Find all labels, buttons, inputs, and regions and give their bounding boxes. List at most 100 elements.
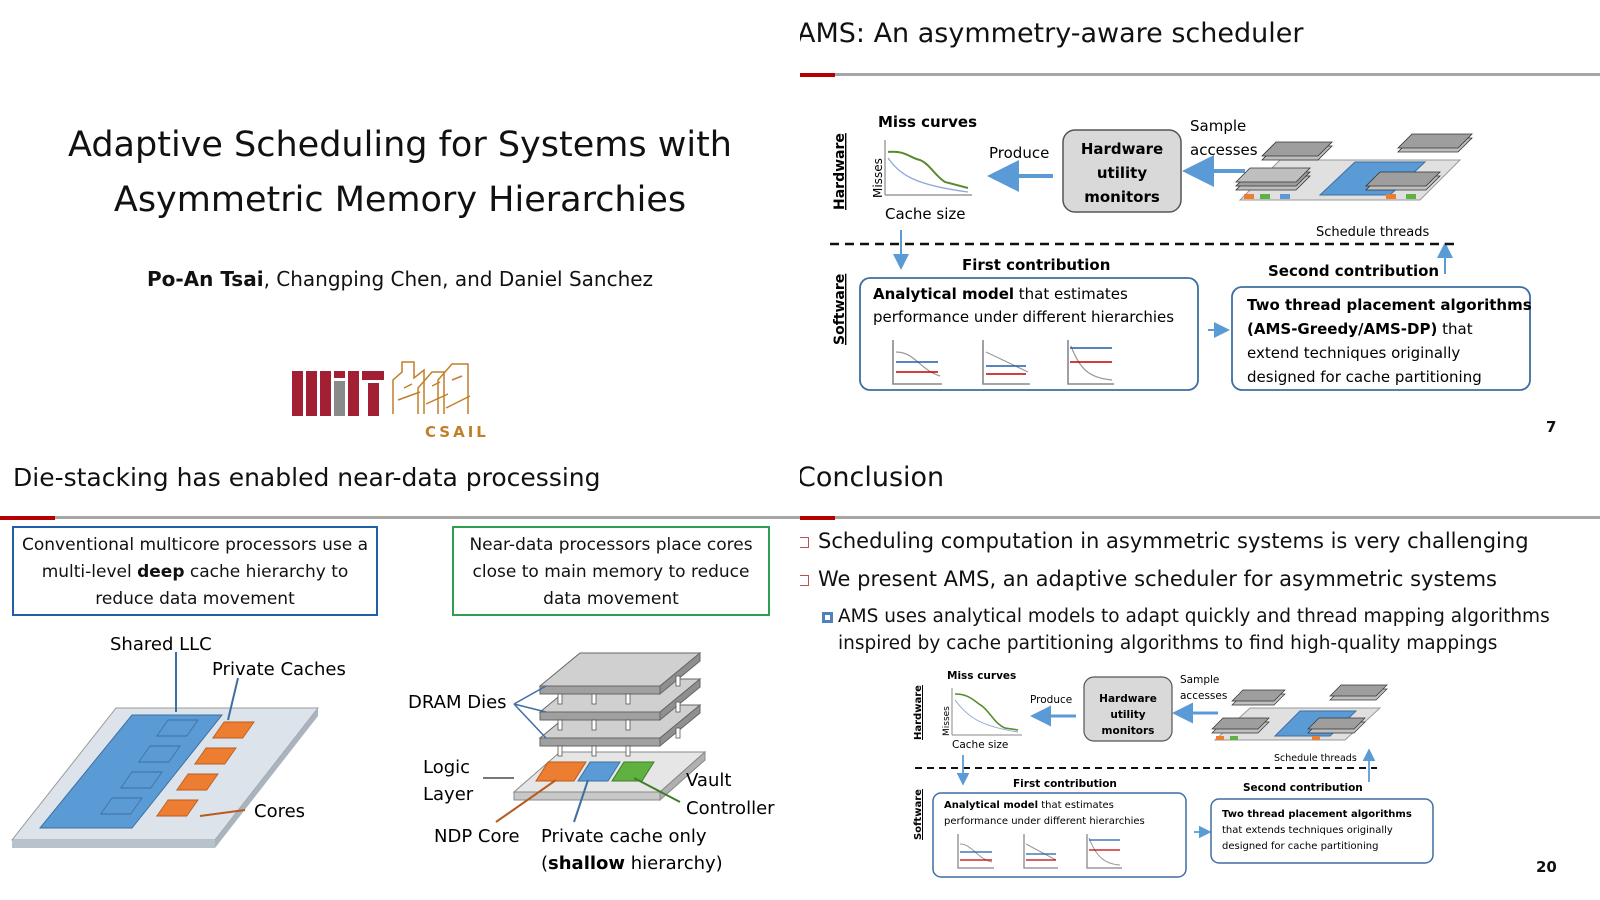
lead-author: Po-An Tsai [146, 267, 264, 291]
analytical-model-box [859, 277, 1199, 391]
miss-curves-label: Miss curves [947, 670, 1016, 682]
tp-line1: Two thread placement algorithms [1222, 809, 1412, 820]
co-authors: , Changping Chen, and Daniel Sanchez [263, 267, 654, 291]
csail-building-icon [392, 361, 471, 414]
conventional-processors-box: Conventional multicore processors use a … [12, 526, 378, 616]
multicore-chip-icon [1211, 684, 1388, 741]
schedule-threads-label: Schedule threads [1316, 225, 1429, 240]
conclusion-slide: Conclusion Scheduling computation in asy… [800, 450, 1600, 900]
second-contribution-label: Second contribution [1243, 782, 1363, 794]
bullet-square-icon [800, 536, 809, 548]
slide-title: Die-stacking has enabled near-data proce… [13, 463, 601, 492]
analytical-line2: performance under different hierarchies [873, 308, 1174, 326]
bullet-1: Scheduling computation in asymmetric sys… [800, 529, 1529, 553]
private-cache-leader [573, 779, 589, 823]
header-accent [800, 73, 835, 77]
ams-scheduler-slide: AMS: An asymmetry-aware scheduler Hardwa… [800, 0, 1600, 450]
dram-dies-label: DRAM Dies [408, 692, 507, 713]
shallow-bold: shallow [548, 853, 625, 874]
author-list: Po-An Tsai, Changping Chen, and Daniel S… [40, 267, 760, 291]
software-label: Software [913, 789, 924, 840]
thread-placement-box [1210, 798, 1434, 864]
bullet-1-text: Scheduling computation in asymmetric sys… [818, 529, 1529, 553]
tp-line4: designed for cache partitioning [1247, 368, 1482, 386]
ams-diagram-small: Hardware Software Miss curves Misses Cac… [913, 670, 1434, 878]
private-caches-label: Private Caches [212, 659, 346, 680]
accesses-label: accesses [1180, 690, 1227, 702]
mini-plot-1 [892, 340, 942, 385]
shallow-hierarchy-label: (shallow hierarchy) [541, 853, 723, 874]
mini-curve-plots [892, 340, 1114, 385]
cores-label: Cores [254, 801, 305, 822]
vault-label: Vault [686, 770, 731, 791]
die-stacking-slide: Die-stacking has enabled near-data proce… [0, 450, 800, 900]
box1-pre: Conventional multicore processors use a … [22, 535, 369, 582]
page-number: 20 [1536, 858, 1557, 876]
hum-line1: Hardware [1099, 693, 1157, 705]
analytical-rest: that estimates [1014, 285, 1128, 303]
multicore-chip-icon [1235, 133, 1473, 201]
header-rule [800, 73, 1600, 76]
first-contribution-label: First contribution [962, 256, 1110, 274]
dram-leader-1 [513, 703, 547, 713]
page-number: 7 [1546, 418, 1557, 436]
presentation-title: Adaptive Scheduling for Systems with Asy… [68, 125, 732, 220]
analytical-rest: that estimates [1038, 800, 1114, 811]
conventional-chip-icon [10, 707, 320, 848]
mini-plot-3 [1067, 340, 1114, 385]
schedule-threads-label: Schedule threads [1274, 753, 1357, 764]
mini-plot-1 [957, 834, 994, 869]
private-caches-leader [227, 677, 239, 721]
controller-label: Controller [686, 798, 775, 819]
miss-curve-plot [884, 140, 972, 196]
sample-label: Sample [1180, 674, 1219, 686]
csail-text: CSAIL [425, 423, 489, 441]
header-rule [800, 516, 1600, 519]
tp-line2-bold: (AMS-Greedy/AMS-DP) [1247, 320, 1437, 338]
logic-label: Logic [423, 757, 470, 778]
bullet-2-text: We present AMS, an adaptive scheduler fo… [818, 567, 1497, 591]
mit-csail-logo: CSAIL [292, 361, 489, 441]
header-accent [0, 516, 55, 520]
bullet-2: We present AMS, an adaptive scheduler fo… [800, 567, 1497, 591]
sub-bullet-square-icon [822, 611, 833, 623]
thread-placement-box [1231, 286, 1531, 391]
cores-leader [199, 809, 246, 817]
hum-line1: Hardware [1081, 140, 1163, 158]
slide-title: AMS: An asymmetry-aware scheduler [800, 18, 1304, 49]
mini-plot-3 [1086, 834, 1122, 869]
box1-bold: deep [137, 562, 185, 582]
mini-plot-2 [982, 340, 1030, 385]
slide-title: Conclusion [800, 462, 945, 493]
tp-line1: Two thread placement algorithms [1247, 296, 1532, 314]
mini-plot-2 [1023, 834, 1058, 869]
tp-line3: designed for cache partitioning [1222, 841, 1378, 852]
hum-line2: utility [1110, 709, 1145, 721]
ndp-core-leader [495, 779, 557, 823]
header-rule [0, 516, 800, 519]
sub-bullet-1: AMS uses analytical models to adapt quic… [822, 603, 1600, 657]
analytical-model-text: Analytical model that estimates [873, 285, 1128, 303]
box1-post: cache hierarchy to reduce data movement [95, 562, 349, 609]
misses-axis-label: Misses [942, 706, 952, 736]
ndp-stack-icon [512, 651, 707, 802]
dram-dies [538, 651, 702, 748]
hardware-label: Hardware [832, 133, 848, 210]
title-slide: Adaptive Scheduling for Systems with Asy… [0, 0, 800, 450]
ams-diagram: Hardware Software Miss curves Misses Cac… [830, 113, 1532, 391]
header-accent [800, 516, 835, 520]
tp-line2: that extends techniques originally [1222, 825, 1393, 836]
hardware-label: Hardware [913, 685, 924, 740]
miss-curves-label: Miss curves [878, 113, 977, 131]
miss-curve-plot [951, 688, 1022, 736]
dram-leader-2 [513, 703, 547, 739]
ndp-core-label: NDP Core [434, 826, 520, 847]
shallow-close: hierarchy) [625, 853, 723, 874]
private-cache-only-label: Private cache only [541, 826, 707, 847]
tp-line2: (AMS-Greedy/AMS-DP) that [1247, 320, 1473, 338]
cache-size-axis-label: Cache size [952, 739, 1008, 751]
mit-logo-icon [292, 371, 384, 416]
hum-line2: utility [1097, 164, 1147, 182]
hardware-utility-monitors-box [1062, 129, 1182, 213]
slide-header: Conclusion [800, 450, 1600, 530]
